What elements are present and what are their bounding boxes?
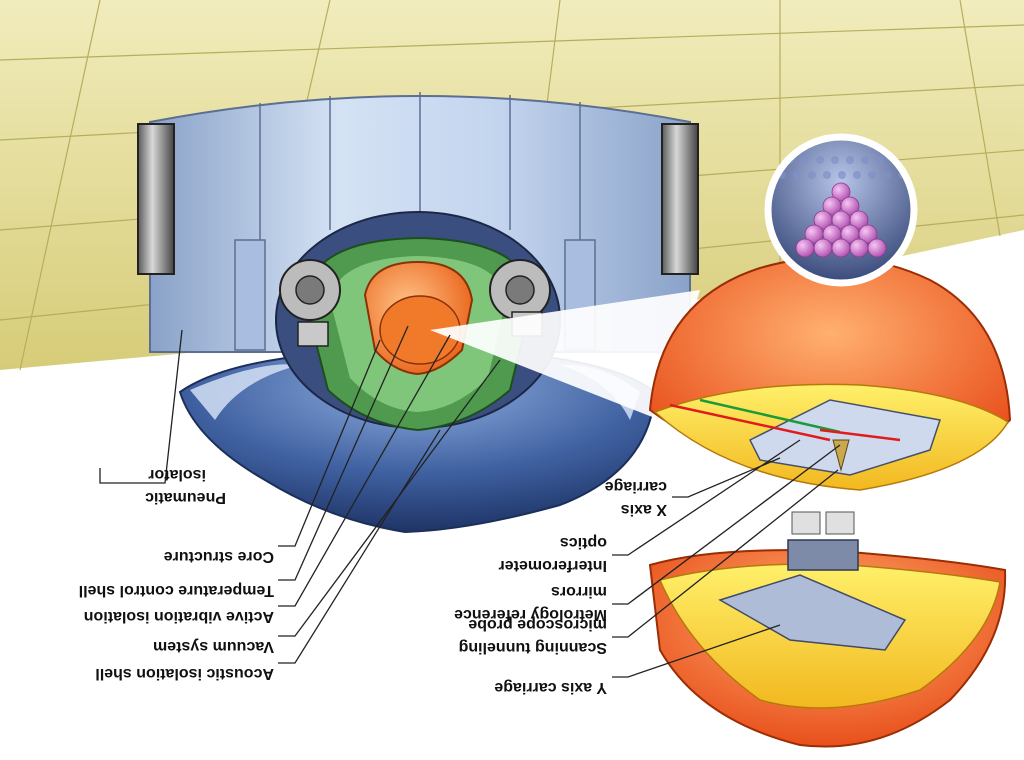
label-acoustic-isolation-shell: Acoustic isolation shell — [95, 665, 274, 682]
label-y-axis-carriage: Y axis carriage — [494, 679, 607, 696]
y-axis-carriage-block — [718, 574, 907, 651]
scanning-probe-block — [787, 539, 859, 571]
label-pneumatic: Pneumatic — [145, 489, 226, 506]
label-microscope-probe: microscope probe — [468, 616, 607, 633]
label-interferometer: Interferometer — [499, 557, 607, 574]
left-pneumatic-cylinder — [137, 123, 175, 275]
atom-magnifier-rim — [764, 133, 918, 287]
label-isolator: isolator — [148, 466, 206, 483]
housing-panel-lines — [259, 92, 581, 240]
metrology-mirror-left — [791, 511, 821, 535]
label-x-carriage: carriage — [605, 478, 667, 495]
label-scanning-tunneling: Scanning tunneling — [459, 639, 607, 656]
label-active-vibration-isolation: Active vibration isolation — [84, 608, 274, 625]
label-optics: optics — [560, 534, 607, 551]
label-x-axis: X axis — [621, 501, 667, 518]
label-vacuum-system: Vacuum system — [153, 638, 274, 655]
dome-rim-highlight — [190, 364, 300, 420]
label-mirrors: mirrors — [551, 583, 607, 600]
metrology-mirror-right — [825, 511, 855, 535]
x-axis-carriage — [748, 399, 941, 476]
left-pump — [297, 321, 329, 347]
diagram-labels: Pneumatic isolator Core structure Temper… — [79, 466, 667, 696]
leader-lines — [99, 325, 841, 678]
label-temperature-control-shell: Temperature control shell — [79, 582, 274, 599]
atom-pyramid — [795, 182, 887, 258]
label-core-structure: Core structure — [164, 548, 274, 565]
left-vacuum-port-bore — [295, 275, 325, 305]
right-vacuum-port-bore — [505, 275, 535, 305]
laser-beams — [669, 398, 901, 442]
label-metrology-reference: Metrology reference — [454, 606, 607, 623]
left-bracket — [234, 239, 266, 351]
right-pneumatic-cylinder — [661, 123, 699, 275]
callout-wedge — [430, 290, 700, 420]
atom-magnifier — [764, 133, 918, 287]
